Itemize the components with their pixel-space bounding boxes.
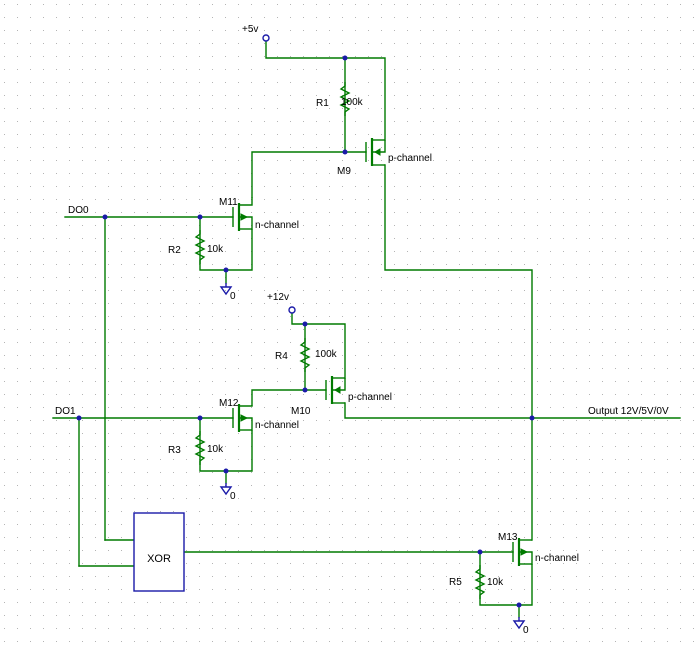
- junction-dot: [223, 468, 229, 474]
- power-terminal-5v: [262, 34, 270, 42]
- transistor-ref-m10: M10: [291, 406, 311, 417]
- mosfet-m12: [232, 404, 253, 432]
- resistor-value-r3: 10k: [207, 444, 224, 455]
- ground-symbol: [219, 483, 233, 496]
- resistor-r4: [299, 338, 311, 372]
- junction-dot: [223, 267, 229, 273]
- ground-label: 0: [230, 291, 236, 302]
- junction-dot: [342, 55, 348, 61]
- input-label-do1: DO1: [55, 406, 76, 417]
- grid-dots: [4, 4, 694, 642]
- mosfet-m13: [512, 538, 533, 566]
- resistor-r3: [194, 431, 206, 465]
- transistor-ref-m13: M13: [498, 532, 518, 543]
- rail-label-5v: +5v: [242, 24, 258, 35]
- transistor-type-m13: n-channel: [535, 553, 579, 564]
- resistor-ref-r3: R3: [168, 445, 181, 456]
- mosfet-m10: [325, 376, 346, 404]
- input-label-do0: DO0: [68, 205, 89, 216]
- junction-dot: [302, 387, 308, 393]
- wire: [291, 313, 346, 379]
- mosfet-m9: [365, 138, 386, 166]
- output-label: Output 12V/5V/0V: [588, 406, 669, 417]
- wire: [265, 41, 386, 141]
- transistor-type-m11: n-channel: [255, 220, 299, 231]
- wire: [251, 151, 367, 198]
- resistor-ref-r1: R1: [316, 98, 329, 109]
- transistor-ref-m9: M9: [337, 166, 351, 177]
- resistor-ref-r2: R2: [168, 245, 181, 256]
- junction-dot: [516, 602, 522, 608]
- xor-gate-label: XOR: [147, 553, 171, 565]
- resistor-ref-r5: R5: [449, 577, 462, 588]
- xor-gate: [133, 512, 185, 592]
- wire: [251, 389, 327, 406]
- resistor-r5: [474, 565, 486, 599]
- resistor-value-r2: 10k: [207, 244, 224, 255]
- transistor-ref-m12: M12: [219, 398, 239, 409]
- junction-dot: [302, 321, 308, 327]
- transistor-type-m12: n-channel: [255, 420, 299, 431]
- ground-symbol: [219, 283, 233, 296]
- wire: [344, 402, 681, 419]
- junctions: [76, 55, 535, 608]
- resistor-r2: [194, 230, 206, 264]
- resistor-r1: [339, 82, 351, 116]
- rail-label-12v: +12v: [267, 292, 289, 303]
- power-terminal-12v: [288, 306, 296, 314]
- ground-label: 0: [523, 625, 529, 636]
- ground-symbol: [512, 617, 526, 630]
- mosfet-m11: [232, 197, 253, 231]
- transistor-type-m10: p-channel: [348, 392, 392, 403]
- resistor-value-r4: 100k: [315, 349, 338, 360]
- junction-dot: [477, 549, 483, 555]
- transistor-ref-m11: M11: [219, 197, 238, 208]
- ground-label: 0: [230, 491, 236, 502]
- wire: [384, 164, 533, 541]
- junction-dot: [102, 214, 108, 220]
- junction-dot: [76, 415, 82, 421]
- junction-dot: [197, 415, 203, 421]
- resistor-value-r1: 100k: [341, 97, 364, 108]
- junction-dot: [197, 214, 203, 220]
- junction-dot: [529, 415, 535, 421]
- junction-dot: [342, 149, 348, 155]
- resistor-value-r5: 10k: [487, 577, 504, 588]
- transistor-type-m9: p-channel: [388, 153, 432, 164]
- resistor-ref-r4: R4: [275, 351, 288, 362]
